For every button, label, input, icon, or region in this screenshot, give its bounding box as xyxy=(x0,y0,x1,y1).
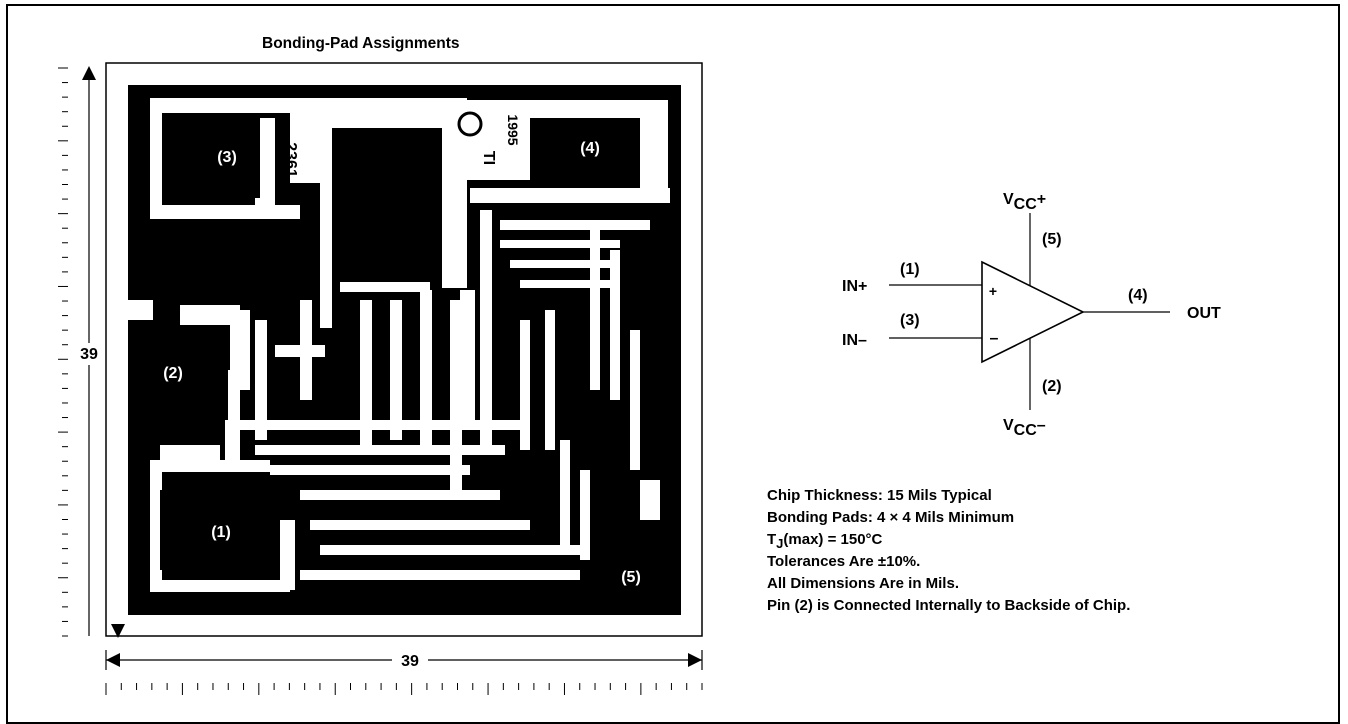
note-tj-max: TJ(max) = 150°C xyxy=(767,531,883,551)
in-plus-label: IN+ xyxy=(842,278,867,295)
pad-label-5: (5) xyxy=(621,569,641,586)
note-tolerances: Tolerances Are ±10%. xyxy=(767,553,921,570)
copyright-mark-icon xyxy=(457,111,483,137)
vcc-minus-label: VCC– xyxy=(1003,417,1046,439)
die-marking-1995: 1995 xyxy=(505,114,521,145)
inverting-sign: – xyxy=(990,330,999,347)
vcc-plus-label: VCC+ xyxy=(1003,191,1046,213)
noninverting-sign: + xyxy=(989,283,997,299)
die-marking-2361: 2361 xyxy=(282,142,299,178)
width-dimension-label: 39 xyxy=(401,653,419,670)
horizontal-dimension: 39 xyxy=(105,650,703,695)
opamp-triangle xyxy=(981,260,1085,364)
ti-logo: Tı xyxy=(568,587,588,612)
vertical-dimension: 39 xyxy=(58,66,125,638)
pad-label-4: (4) xyxy=(580,140,600,157)
in-minus-label: IN– xyxy=(842,332,867,349)
figure-title: Bonding-Pad Assignments xyxy=(262,35,460,52)
corner-marker-icon xyxy=(111,624,125,638)
height-dimension-label: 39 xyxy=(80,346,98,363)
die-layout: 2361 1995 TI Tı (3) (4) (2) (1) (5) xyxy=(128,85,681,615)
note-chip-thickness: Chip Thickness: 15 Mils Typical xyxy=(767,487,992,504)
opamp-schematic: + – VCC+ (5) (1) IN+ (3) IN– (4) OUT (2)… xyxy=(842,191,1221,439)
vcc-plus-pin: (5) xyxy=(1042,231,1062,248)
pad-label-1: (1) xyxy=(211,524,231,541)
pad-label-3: (3) xyxy=(217,149,237,166)
horizontal-ruler xyxy=(105,683,703,695)
note-bonding-pads: Bonding Pads: 4 × 4 Mils Minimum xyxy=(767,509,1015,526)
vcc-minus-pin: (2) xyxy=(1042,378,1062,395)
vertical-ruler xyxy=(58,67,68,637)
in-plus-pin: (1) xyxy=(900,261,920,278)
out-label: OUT xyxy=(1187,305,1221,322)
pad-label-2: (2) xyxy=(163,365,183,382)
note-dimensions: All Dimensions Are in Mils. xyxy=(767,575,959,592)
in-minus-pin: (3) xyxy=(900,312,920,329)
die-marking-ti: TI xyxy=(480,151,497,165)
out-pin: (4) xyxy=(1128,287,1148,304)
note-backside: Pin (2) is Connected Internally to Backs… xyxy=(767,597,1131,614)
